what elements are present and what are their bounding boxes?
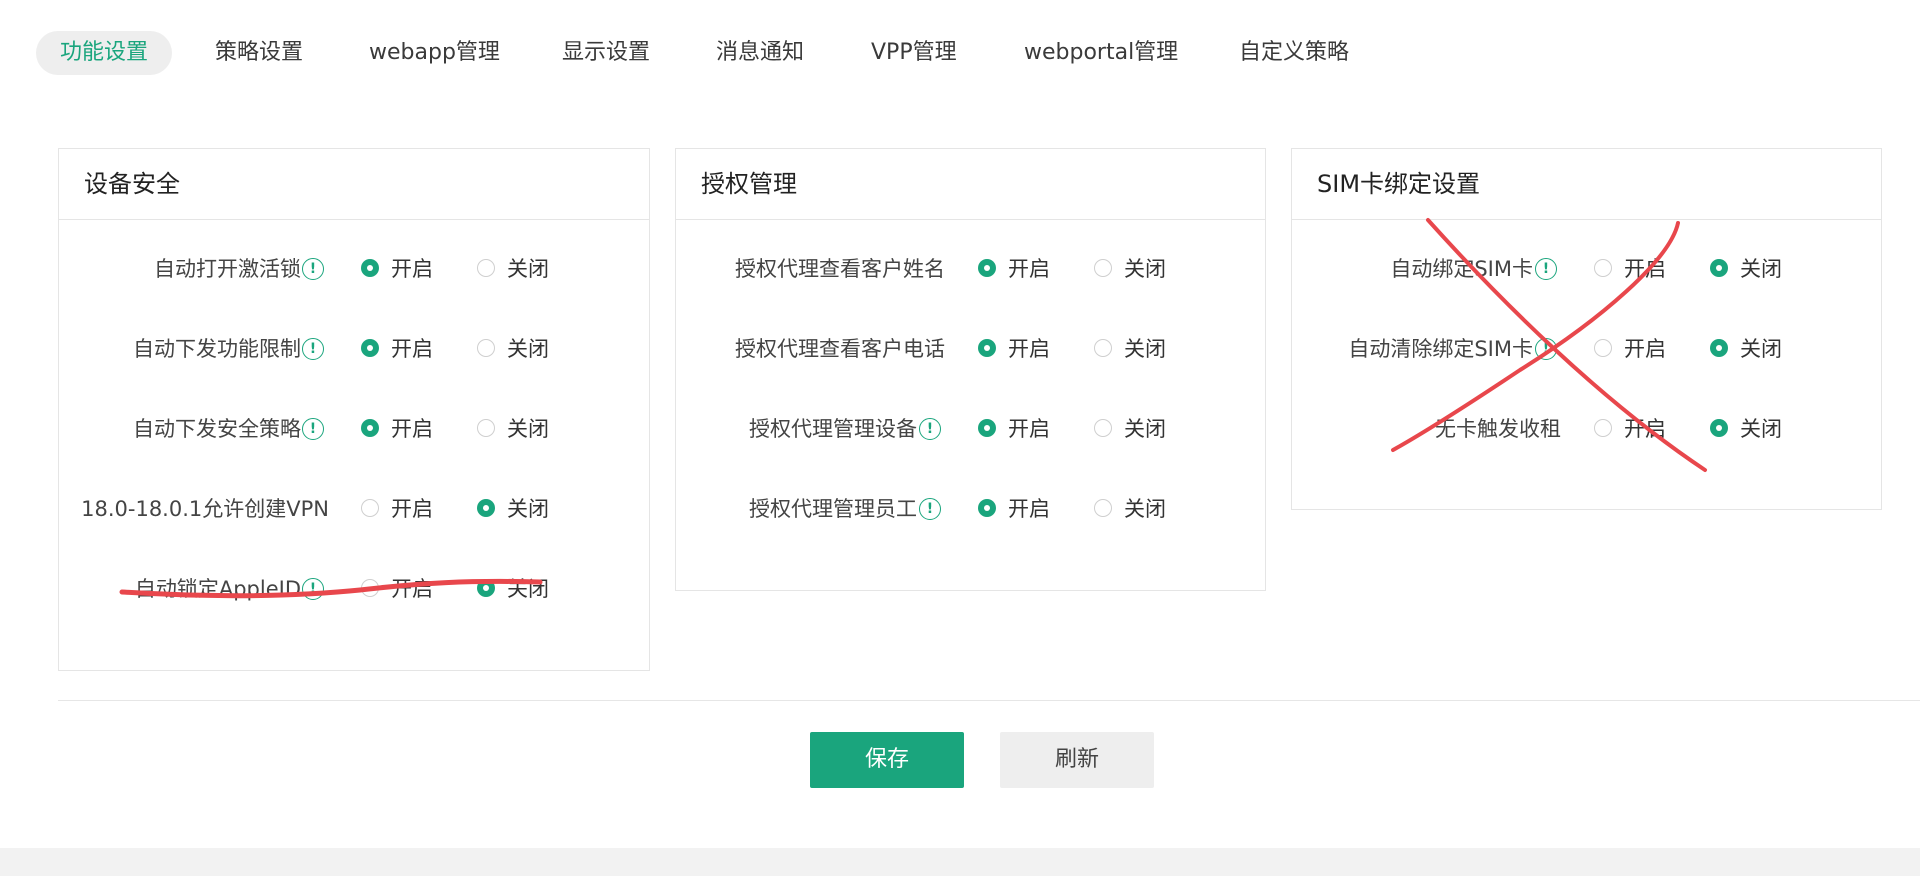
setting-row: 自动锁定AppleID ! 开启 关闭 <box>59 569 649 609</box>
setting-row: 授权代理查看客户电话 开启 关闭 <box>676 329 1265 369</box>
radio-unchecked-icon <box>477 419 495 437</box>
tab-policy-settings[interactable]: 策略设置 <box>215 40 304 65</box>
info-icon[interactable]: ! <box>302 338 324 360</box>
info-icon[interactable]: ! <box>302 578 324 600</box>
setting-row: 授权代理管理员工 ! 开启 关闭 <box>676 489 1265 529</box>
card-title: SIM卡绑定设置 <box>1292 149 1881 220</box>
radio-checked-icon <box>361 259 379 277</box>
setting-row: 18.0-18.0.1允许创建VPN 开启 关闭 <box>59 489 649 529</box>
info-icon[interactable]: ! <box>302 418 324 440</box>
radio-checked-icon <box>978 419 996 437</box>
setting-row: 授权代理查看客户姓名 开启 关闭 <box>676 249 1265 289</box>
divider <box>58 700 1920 701</box>
card-title: 授权管理 <box>676 149 1265 220</box>
tab-bar: 功能设置 策略设置 webapp管理 显示设置 消息通知 VPP管理 webpo… <box>0 0 1920 104</box>
setting-label: 自动绑定SIM卡 <box>1390 257 1533 281</box>
info-icon[interactable]: ! <box>919 498 941 520</box>
setting-row: 自动下发安全策略 ! 开启 关闭 <box>59 409 649 449</box>
radio-checked-icon <box>1710 259 1728 277</box>
setting-label: 无卡触发收租 <box>1435 417 1561 441</box>
setting-label: 授权代理管理设备 <box>749 417 917 441</box>
setting-row: 自动打开激活锁 ! 开启 关闭 <box>59 249 649 289</box>
save-button[interactable]: 保存 <box>810 732 964 788</box>
card-device-security: 设备安全 自动打开激活锁 ! 开启 关闭 自动下发功能限制 ! 开启 关闭 自动… <box>58 148 650 671</box>
card-authorization-management: 授权管理 授权代理查看客户姓名 开启 关闭 授权代理查看客户电话 开启 关闭 授… <box>675 148 1266 591</box>
radio-checked-icon <box>361 339 379 357</box>
radio-unchecked-icon <box>1094 419 1112 437</box>
footer-bar <box>0 848 1920 876</box>
setting-label: 授权代理查看客户姓名 <box>735 257 945 281</box>
radio-checked-icon <box>477 499 495 517</box>
tab-webportal-management[interactable]: webportal管理 <box>1024 40 1179 65</box>
setting-label: 授权代理管理员工 <box>749 497 917 521</box>
radio-checked-icon <box>361 419 379 437</box>
radio-unchecked-icon <box>1094 259 1112 277</box>
card-title: 设备安全 <box>59 149 649 220</box>
setting-label: 自动清除绑定SIM卡 <box>1348 337 1533 361</box>
info-icon[interactable]: ! <box>1535 258 1557 280</box>
info-icon[interactable]: ! <box>919 418 941 440</box>
setting-label: 自动锁定AppleID <box>134 577 301 601</box>
radio-unchecked-icon <box>361 499 379 517</box>
setting-label: 自动下发安全策略 <box>133 417 301 441</box>
setting-label: 自动打开激活锁 <box>154 257 301 281</box>
setting-row: 授权代理管理设备 ! 开启 关闭 <box>676 409 1265 449</box>
radio-unchecked-icon <box>1094 499 1112 517</box>
radio-unchecked-icon <box>1594 259 1612 277</box>
setting-label: 自动下发功能限制 <box>133 337 301 361</box>
card-sim-binding-settings: SIM卡绑定设置 自动绑定SIM卡 ! 开启 关闭 自动清除绑定SIM卡 ! 开… <box>1291 148 1882 510</box>
radio-unchecked-icon <box>361 579 379 597</box>
setting-row: 自动绑定SIM卡 ! 开启 关闭 <box>1292 249 1881 289</box>
tab-webapp-management[interactable]: webapp管理 <box>369 40 500 65</box>
radio-unchecked-icon <box>477 259 495 277</box>
radio-unchecked-icon <box>477 339 495 357</box>
setting-row: 无卡触发收租 开启 关闭 <box>1292 409 1881 449</box>
setting-label: 授权代理查看客户电话 <box>735 337 945 361</box>
setting-label: 18.0-18.0.1允许创建VPN <box>81 497 329 521</box>
tab-custom-policy[interactable]: 自定义策略 <box>1239 40 1350 65</box>
radio-checked-icon <box>978 339 996 357</box>
radio-checked-icon <box>1710 339 1728 357</box>
radio-unchecked-icon <box>1594 419 1612 437</box>
radio-checked-icon <box>477 579 495 597</box>
radio-checked-icon <box>978 499 996 517</box>
refresh-button[interactable]: 刷新 <box>1000 732 1154 788</box>
setting-row: 自动下发功能限制 ! 开启 关闭 <box>59 329 649 369</box>
radio-unchecked-icon <box>1594 339 1612 357</box>
info-icon[interactable]: ! <box>302 258 324 280</box>
tab-vpp-management[interactable]: VPP管理 <box>871 40 957 65</box>
tab-function-settings[interactable]: 功能设置 <box>36 31 173 75</box>
tab-display-settings[interactable]: 显示设置 <box>562 40 651 65</box>
radio-checked-icon <box>978 259 996 277</box>
radio-unchecked-icon <box>1094 339 1112 357</box>
info-icon[interactable]: ! <box>1535 338 1557 360</box>
setting-row: 自动清除绑定SIM卡 ! 开启 关闭 <box>1292 329 1881 369</box>
radio-checked-icon <box>1710 419 1728 437</box>
tab-message-notification[interactable]: 消息通知 <box>716 40 805 65</box>
